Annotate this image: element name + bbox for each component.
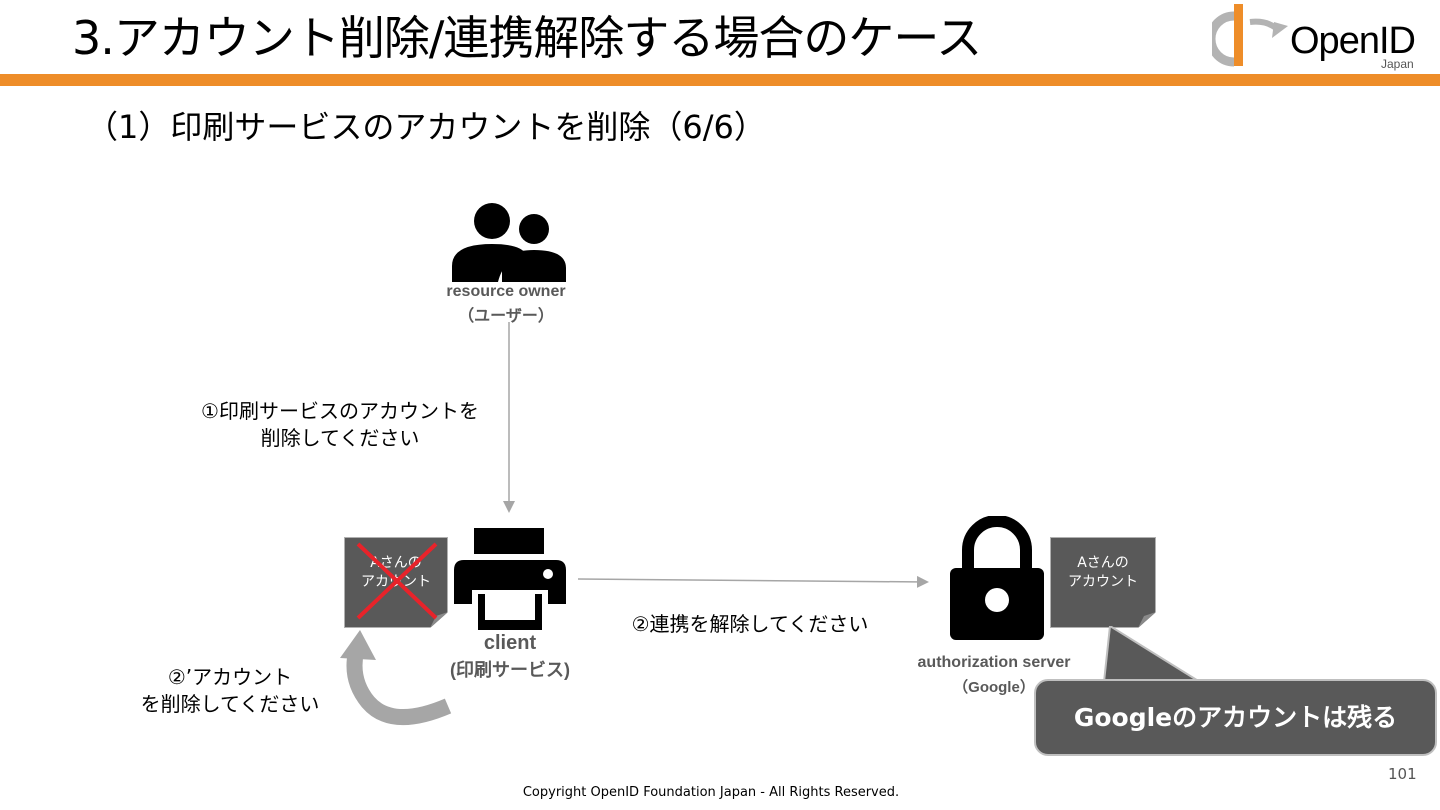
openid-logo-icon [1212, 4, 1288, 67]
slide-title: 3.アカウント削除/連携解除する場合のケース [72, 11, 982, 65]
footer-copyright: Copyright OpenID Foundation Japan - All … [522, 785, 900, 800]
lock-icon [950, 516, 1044, 640]
openid-logo-sub: Japan [1381, 57, 1414, 71]
printer-icon [454, 528, 566, 630]
server-account-note-line1: Aさんの [1077, 555, 1129, 571]
page-number: 101 [1388, 765, 1417, 783]
step2b-label-line1: ②’アカウント [167, 665, 293, 689]
slide-subtitle: （1）印刷サービスのアカウントを削除（6/6） [86, 108, 766, 146]
step2-label: ②連携を解除してください [631, 612, 869, 636]
users-icon [452, 203, 566, 282]
openid-logo-text: OpenID [1290, 20, 1416, 62]
resource-owner-sub-label: （ユーザー） [458, 308, 554, 325]
step1-label-line2: 削除してください [260, 426, 420, 450]
note-fold-icon [430, 612, 448, 628]
server-account-note-line2: アカウント [1068, 574, 1138, 590]
step2b-label-line2: を削除してください [140, 692, 320, 716]
cross-icon [356, 542, 438, 620]
curved-arrow-head [340, 630, 376, 660]
client-sub-label: (印刷サービス) [450, 660, 570, 680]
authorization-server-sub-label: （Google） [953, 679, 1035, 696]
callout-pointer [1102, 626, 1204, 683]
server-account-note: Aさんの アカウント [1050, 537, 1156, 628]
resource-owner-label: resource owner [446, 283, 566, 300]
client-label: client [483, 632, 537, 654]
arrow-client-to-server [577, 575, 929, 588]
callout-bubble: Googleのアカウントは残る [1034, 679, 1437, 756]
server-note-fold-icon [1138, 612, 1156, 628]
header-accent-bar [0, 74, 1440, 86]
authorization-server-label: authorization server [917, 654, 1071, 671]
curved-arrow-body [346, 650, 452, 725]
step1-label-line1: ①印刷サービスのアカウントを [201, 399, 479, 423]
